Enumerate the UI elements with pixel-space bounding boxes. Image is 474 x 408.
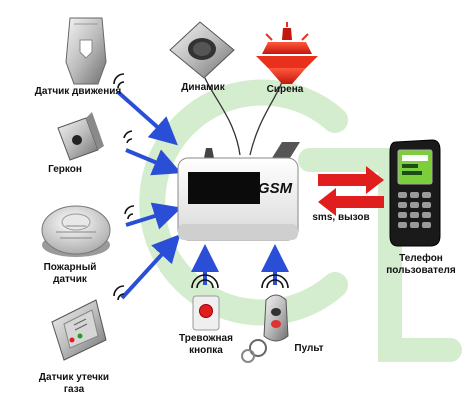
sms-arrow-in [318,188,384,216]
reed-switch [57,112,104,161]
motion-sensor [65,17,107,85]
signal-arrow-motion [116,90,178,146]
wires [204,77,283,156]
watermark-logo [139,79,462,362]
signal-arrow-gas [120,234,181,300]
panic-button [192,295,220,331]
label-reed-switch: Геркон [48,164,82,175]
label-user-phone: Телефон пользователя [386,253,456,276]
label-panic-button: Тревожная кнопка [179,333,233,356]
sms-arrows [318,166,384,216]
user-phone [389,139,441,247]
label-gas-sensor: Датчик утечки газа [38,372,110,395]
signal-arrow-reed [125,148,182,176]
label-motion-sensor: Датчик движения [34,86,122,97]
speaker [169,21,235,79]
label-smoke-detector: Пожарный датчик [43,262,97,285]
smoke-detector [41,205,111,257]
radio-waves [113,73,289,301]
gsm-hub [177,142,300,241]
label-sms-call: sms, вызов [312,212,370,223]
label-speaker: Динамик [181,82,225,93]
label-siren: Сирена [266,84,304,95]
label-remote: Пульт [294,343,324,354]
gas-sensor [51,299,107,361]
hub-label: GSM [257,180,293,197]
remote-fob [241,294,289,363]
signal-arrow-smoke [125,202,182,230]
siren [256,22,318,84]
sms-arrow-out [318,166,384,194]
